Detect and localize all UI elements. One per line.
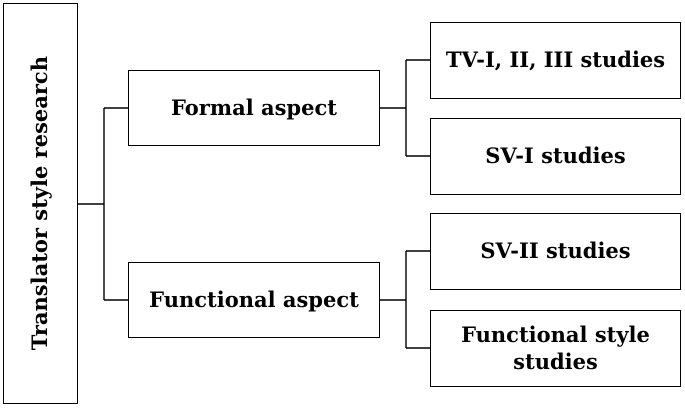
functional-aspect-node: Functional aspect xyxy=(128,262,380,338)
formal-aspect-label: Formal aspect xyxy=(171,94,337,120)
sv-i-studies-label: SV-I studies xyxy=(485,143,626,169)
functional-style-line-2: studies xyxy=(513,348,598,374)
formal-aspect-node: Formal aspect xyxy=(128,70,380,146)
functional-aspect-label: Functional aspect xyxy=(149,286,359,312)
functional-style-studies-label: Functional style studies xyxy=(461,322,650,375)
tv-studies-node: TV-I, II, III studies xyxy=(430,22,681,99)
root-node-label: Translator style research xyxy=(27,56,53,351)
functional-style-studies-node: Functional style studies xyxy=(430,310,681,387)
functional-style-line-1: Functional style xyxy=(461,322,650,348)
sv-ii-studies-label: SV-II studies xyxy=(480,238,631,264)
sv-i-studies-node: SV-I studies xyxy=(430,118,681,195)
root-node: Translator style research xyxy=(3,3,78,404)
tv-studies-label: TV-I, II, III studies xyxy=(445,47,666,73)
sv-ii-studies-node: SV-II studies xyxy=(430,213,681,290)
